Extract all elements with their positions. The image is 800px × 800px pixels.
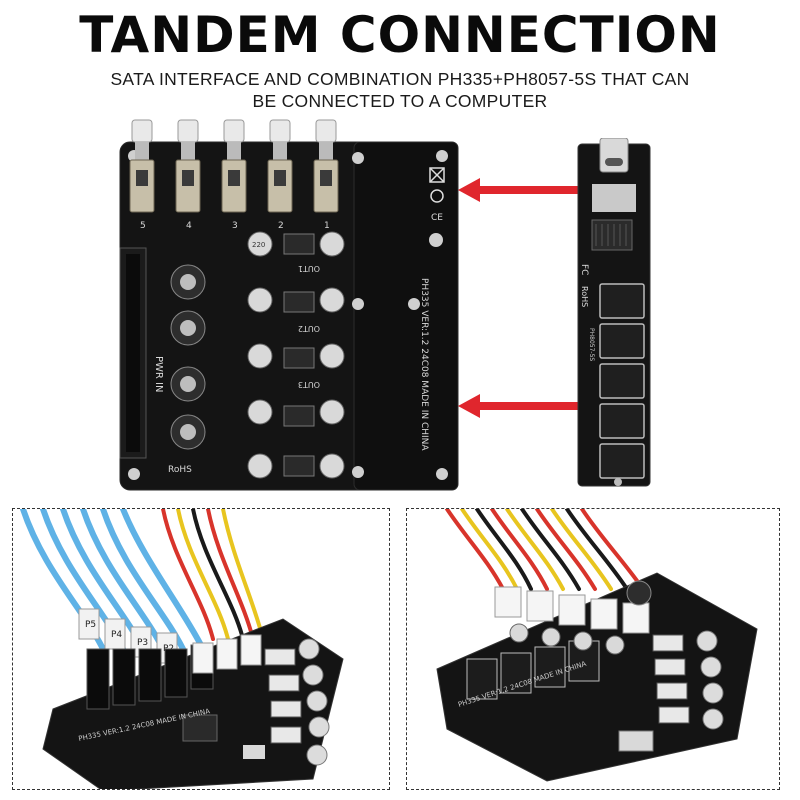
board-model-text: PH335 VER:1.2 24C08 MADE IN CHINA [419, 278, 429, 451]
page-title: TANDEM CONNECTION [79, 6, 721, 64]
port-number-2: 2 [278, 221, 284, 231]
cap-marking: 220 [252, 241, 265, 249]
subtitle-line-2: BE CONNECTED TO A COMPUTER [252, 91, 548, 111]
svg-text:CE: CE [431, 213, 443, 223]
photo-right-image: PH335 VER:1.2 24C08 MADE IN CHINA [436, 509, 758, 782]
cable-label-p4: P4 [111, 630, 122, 640]
photo-right-frame: PH335 VER:1.2 24C08 MADE IN CHINA [406, 508, 780, 790]
pwr-in-label: PWR IN [153, 356, 164, 392]
out1-label: OUT1 [298, 264, 320, 273]
cable-label-p3: P3 [137, 638, 148, 648]
compliance-icons: CE [429, 167, 445, 223]
arrow-left-icon [458, 178, 584, 202]
photo-left-image: P5 P4 P3 P2 PH335 VER: [20, 509, 344, 789]
arrow-left-icon [458, 394, 584, 418]
port-number-1: 1 [324, 221, 330, 231]
cable-label-p5: P5 [85, 620, 96, 630]
port-number-4: 4 [186, 221, 192, 231]
board-rohs-label: RoHS [168, 465, 192, 475]
adapter-model-text: PH8057-5S [588, 328, 595, 361]
subtitle-line-1: SATA INTERFACE AND COMBINATION PH335+PH8… [110, 69, 690, 89]
photo-left-frame: P5 P4 P3 P2 PH335 VER: [12, 508, 390, 790]
out3-label: OUT3 [298, 380, 320, 389]
port-number-5: 5 [140, 221, 146, 231]
switch-row [129, 119, 339, 213]
port-number-3: 3 [232, 221, 238, 231]
ph8057-adapter-image: FC RoHS PH8057-5S [577, 138, 651, 487]
out2-label: OUT2 [298, 324, 320, 333]
adapter-rohs-label: RoHS [580, 286, 589, 307]
ph335-board-image: 5 4 3 2 1 PWR IN 220 OUT1 OUT2 OUT3 RoHS… [119, 119, 459, 491]
svg-text:FC: FC [579, 264, 589, 275]
page-subtitle: SATA INTERFACE AND COMBINATION PH335+PH8… [60, 68, 740, 112]
